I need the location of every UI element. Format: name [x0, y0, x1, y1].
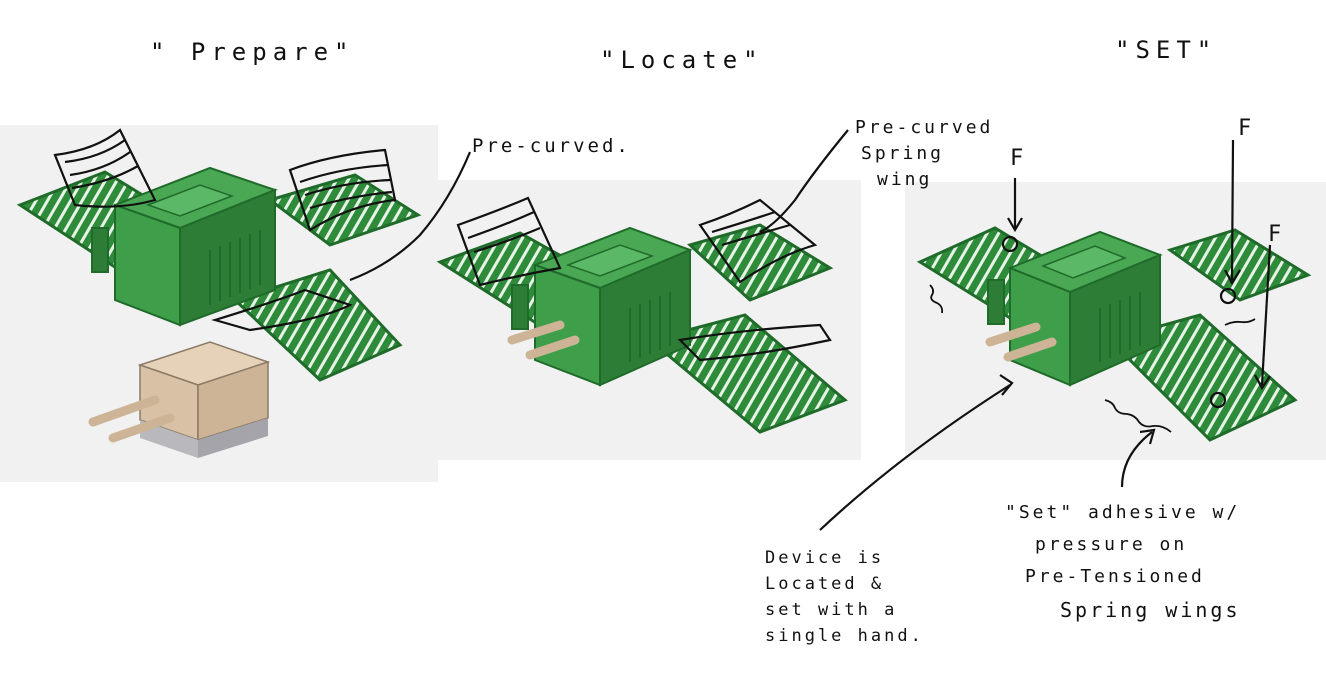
device-note-line-2: Located & — [765, 574, 885, 594]
force-label-3: F — [1268, 222, 1285, 247]
leader-device-located — [819, 384, 1011, 531]
title-set: "SET" — [1115, 36, 1218, 64]
leader-pre-curved — [349, 151, 472, 282]
force-arrows — [1001, 139, 1272, 409]
title-locate: "Locate" — [600, 46, 764, 74]
spring-wing-line-1: Pre-curved — [855, 117, 994, 138]
spring-wing-line-3: wing — [877, 169, 933, 190]
adhesive-note-line-3: Pre-Tensioned — [1025, 566, 1205, 587]
set-assembly — [916, 139, 1312, 442]
force-label-2: F — [1238, 116, 1255, 141]
leader-set-adhesive — [1120, 431, 1153, 488]
leader-spring-wing — [759, 129, 849, 233]
adhesive-note-line-4: Spring wings — [1060, 598, 1241, 622]
force-label-1: F — [1010, 146, 1027, 171]
adhesive-note-line-2: pressure on — [1035, 534, 1188, 555]
spring-wing-line-2: Spring — [861, 143, 945, 164]
title-prepare: " Prepare" — [150, 38, 355, 66]
device-note-line-4: single hand. — [765, 626, 924, 646]
label-pre-curved-spring-wing: Pre-curved Spring wing — [855, 115, 993, 193]
device-note-line-3: set with a — [765, 600, 898, 620]
prepare-lower-board — [232, 268, 403, 382]
device-note-line-1: Device is — [765, 548, 885, 568]
note-device-located: Device is Located & set with a single ha… — [765, 545, 924, 649]
note-set-adhesive: "Set" adhesive w/ pressure on Pre-Tensio… — [1005, 497, 1241, 627]
adhesive-note-line-1: "Set" adhesive w/ — [1005, 502, 1241, 523]
device-pins — [88, 395, 175, 443]
label-pre-curved: Pre-curved. — [472, 135, 631, 157]
prepare-assembly — [16, 128, 422, 458]
locate-assembly — [436, 196, 848, 434]
